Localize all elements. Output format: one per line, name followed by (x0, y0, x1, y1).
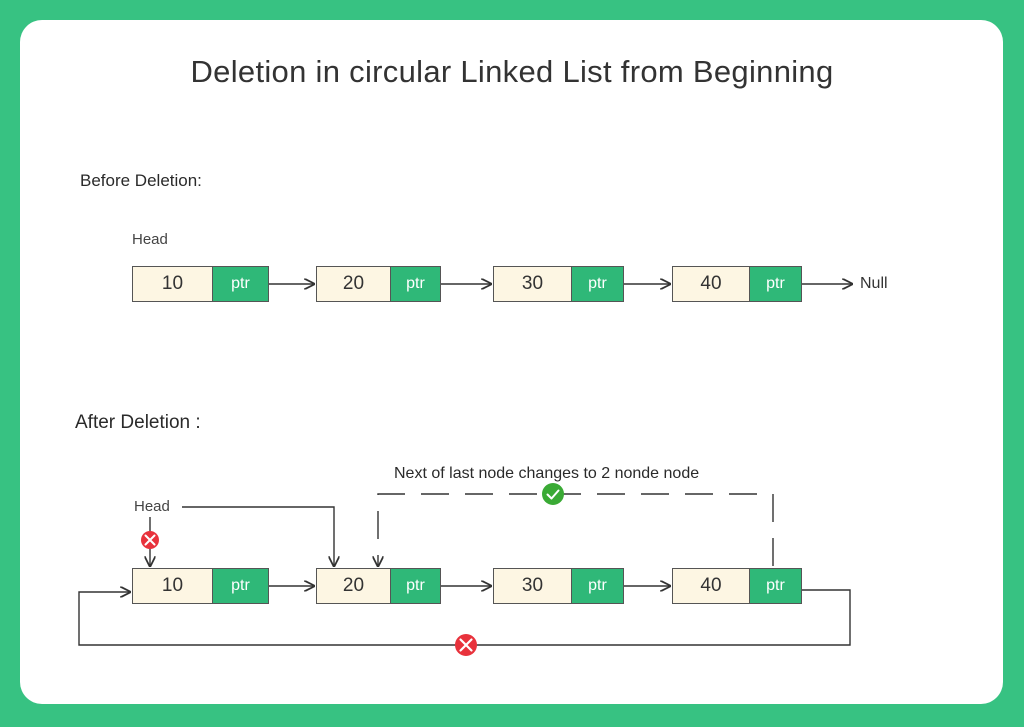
cross-icon-head (141, 531, 159, 549)
note-text: Next of last node changes to 2 nonde nod… (394, 465, 700, 482)
before-node-30: 30 ptr (493, 266, 624, 302)
node-ptr: ptr (750, 267, 801, 301)
before-node-20: 20 ptr (316, 266, 441, 302)
new-circular-link (378, 493, 774, 566)
before-deletion-label: Before Deletion: (80, 171, 202, 190)
node-ptr: ptr (213, 569, 268, 603)
after-node-30: 30 ptr (493, 568, 624, 604)
node-ptr: ptr (572, 569, 623, 603)
after-node-40: 40 ptr (672, 568, 802, 604)
null-label: Null (860, 275, 888, 292)
node-data: 20 (317, 267, 391, 301)
before-node-40: 40 ptr (672, 266, 802, 302)
node-ptr: ptr (213, 267, 268, 301)
cross-icon-circular (455, 634, 477, 656)
node-data: 20 (317, 569, 391, 603)
after-deletion-label: After Deletion : (75, 412, 201, 433)
node-data: 30 (494, 569, 572, 603)
head-label-before: Head (132, 231, 168, 248)
node-ptr: ptr (391, 267, 440, 301)
after-node-10: 10 ptr (132, 568, 269, 604)
node-ptr: ptr (572, 267, 623, 301)
node-ptr: ptr (391, 569, 440, 603)
node-data: 40 (673, 569, 750, 603)
node-ptr: ptr (750, 569, 801, 603)
node-data: 10 (133, 267, 213, 301)
page-title: Deletion in circular Linked List from Be… (190, 54, 834, 89)
head-label-after: Head (134, 498, 170, 515)
new-head-arrow (182, 506, 334, 566)
check-icon (542, 483, 564, 505)
before-node-10: 10 ptr (132, 266, 269, 302)
node-data: 10 (133, 569, 213, 603)
node-data: 40 (673, 267, 750, 301)
node-data: 30 (494, 267, 572, 301)
after-node-20: 20 ptr (316, 568, 441, 604)
